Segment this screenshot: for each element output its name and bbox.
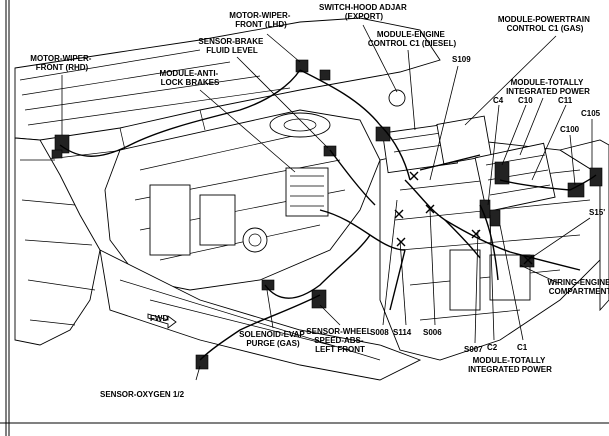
- forward-arrow-shape: [147, 313, 177, 329]
- label-s109: S109: [452, 55, 471, 64]
- label-solenoid-evap: SOLENOID-EVAP PURGE (GAS): [239, 330, 307, 348]
- label-sensor-wheel: SENSOR-WHEEL SPEED-ABS- LEFT FRONT: [306, 327, 373, 354]
- components: FWD: [51, 59, 603, 370]
- label-s15: S15': [589, 208, 605, 217]
- label-c1: C1: [517, 343, 528, 352]
- label-motor-wiper-rhd: MOTOR-WIPER- FRONT (RHD): [30, 54, 93, 72]
- label-module-powertrain: MODULE-POWERTRAIN CONTROL C1 (GAS): [498, 15, 592, 33]
- label-module-tipm-top: MODULE-TOTALLY INTEGRATED POWER: [506, 78, 590, 96]
- forward-arrow-label: FWD: [150, 314, 168, 323]
- label-sensor-brake: SENSOR-BRAKE FLUID LEVEL: [198, 37, 265, 55]
- splice-marks: [394, 171, 533, 265]
- label-s007: S007: [464, 345, 483, 354]
- label-c10: C10: [518, 96, 533, 105]
- label-c4: C4: [493, 96, 504, 105]
- label-module-abs: MODULE-ANTI- LOCK BRAKES: [160, 69, 221, 87]
- label-c100: C100: [560, 125, 580, 134]
- label-c11: C11: [558, 96, 573, 105]
- label-s006: S006: [423, 328, 442, 337]
- leader-lines: [61, 24, 593, 381]
- label-wiring-engine: WIRING-ENGINE COMPARTMENT: [547, 278, 609, 296]
- label-s114: S114: [393, 328, 412, 337]
- labels: MOTOR-WIPER- FRONT (LHD) SWITCH-HOOD ADJ…: [30, 3, 609, 399]
- abs-module-shape: [285, 167, 329, 217]
- label-c2: C2: [487, 343, 498, 352]
- label-c105: C105: [581, 109, 601, 118]
- label-motor-wiper-lhd: MOTOR-WIPER- FRONT (LHD): [229, 11, 292, 29]
- label-module-tipm-bottom: MODULE-TOTALLY INTEGRATED POWER: [468, 356, 552, 374]
- label-module-engine: MODULE-ENGINE CONTROL C1 (DIESEL): [368, 30, 457, 48]
- tipm-module-shape: [474, 142, 556, 213]
- label-s008: S008: [370, 328, 389, 337]
- label-switch-hood: SWITCH-HOOD ADJAR (EXPORT): [319, 3, 409, 21]
- powertrain-control-module-shape: [436, 115, 492, 165]
- label-sensor-oxygen: SENSOR-OXYGEN 1/2: [100, 390, 185, 399]
